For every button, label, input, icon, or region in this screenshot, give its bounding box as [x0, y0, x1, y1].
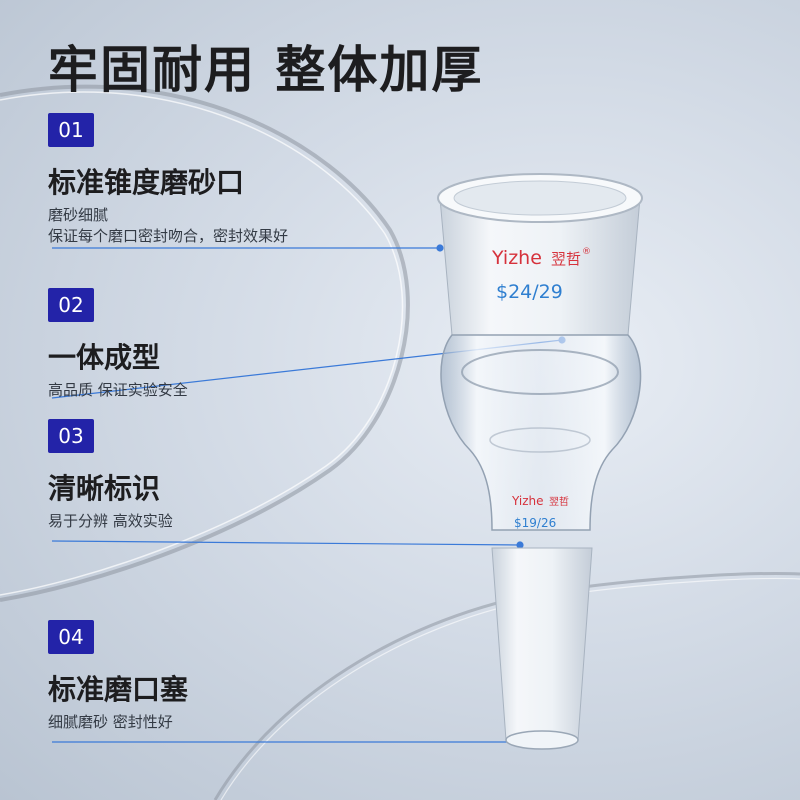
feature-desc-line: 磨砂细腻 [48, 206, 109, 224]
page-headline: 牢固耐用 整体加厚 [48, 41, 484, 99]
feature-number-badge: 02 [48, 288, 94, 322]
feature-description: 易于分辨 高效实验 [48, 511, 173, 532]
upper-joint-size: $24/29 [496, 281, 563, 303]
feature-number-badge: 01 [48, 113, 94, 147]
feature-number-badge: 04 [48, 620, 94, 654]
brand-cn-lower: 翌哲 [549, 496, 569, 508]
feature-title: 标准锥度磨砂口 [48, 166, 245, 199]
brand-logo-upper: Yizhe [491, 247, 542, 269]
feature-desc-line: 保证每个磨口密封吻合，密封效果好 [48, 227, 289, 245]
brand-logo-lower: Yizhe [511, 494, 544, 508]
feature-title: 清晰标识 [48, 472, 161, 505]
feature-desc-line: 细腻磨砂 密封性好 [48, 713, 173, 731]
feature-01: 01 标准锥度磨砂口 磨砂细腻 保证每个磨口密封吻合，密封效果好 [48, 113, 288, 247]
lower-joint-size: $19/26 [514, 516, 556, 530]
cone-tip [505, 730, 579, 750]
feature-03: 03 清晰标识 易于分辨 高效实验 [48, 419, 173, 532]
feature-number-badge: 03 [48, 419, 94, 453]
feature-description: 细腻磨砂 密封性好 [48, 712, 188, 733]
feature-description: 高品质 保证实验安全 [48, 380, 188, 401]
feature-title: 一体成型 [48, 341, 161, 374]
feature-description: 磨砂细腻 保证每个磨口密封吻合，密封效果好 [48, 205, 288, 247]
glass-body [440, 334, 642, 531]
brand-cn-upper: 翌哲 [551, 250, 581, 268]
feature-desc-line: 易于分辨 高效实验 [48, 512, 173, 530]
feature-04: 04 标准磨口塞 细腻磨砂 密封性好 [48, 620, 188, 733]
feature-desc-line: 高品质 保证实验安全 [48, 381, 188, 399]
feature-title: 标准磨口塞 [48, 673, 189, 706]
feature-02: 02 一体成型 高品质 保证实验安全 [48, 288, 188, 401]
lower-cone [491, 547, 593, 741]
registered-mark-upper: ® [582, 247, 591, 257]
